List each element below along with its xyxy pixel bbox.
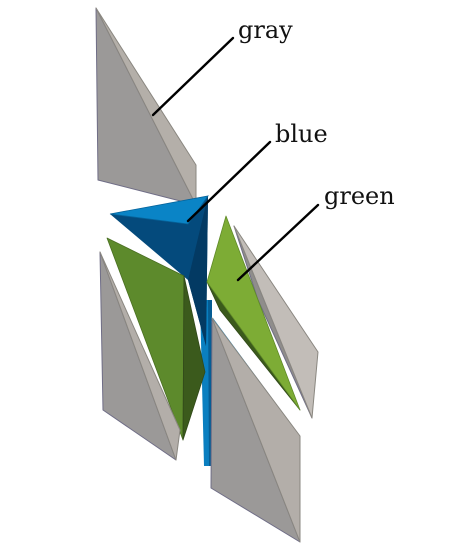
gray-piece-top: [95, 7, 197, 206]
blue-inner-face: [188, 196, 208, 346]
green-piece-right: [206, 215, 301, 411]
gray-lower-left-side-face: [99, 251, 181, 461]
blue-side-face: [110, 196, 208, 346]
gray-piece-lower-right: [210, 317, 301, 543]
gray-label: gray: [238, 16, 293, 44]
blue-leader-line: [186, 140, 272, 223]
green-piece-left: [106, 237, 206, 441]
gray-leader-line: [151, 36, 235, 117]
green-right-bright-face: [206, 215, 301, 411]
blue-label: blue: [275, 120, 328, 148]
green-left-dark-face: [182, 275, 206, 441]
gray-right-light-face: [233, 225, 319, 419]
green-label: green: [324, 182, 395, 210]
gray-lower-right-side-face: [211, 317, 301, 543]
green-leader-line: [236, 203, 320, 282]
gray-piece-right: [233, 225, 319, 419]
gray-piece-lower-left: [99, 251, 181, 461]
gray-top-side-face: [95, 7, 197, 206]
